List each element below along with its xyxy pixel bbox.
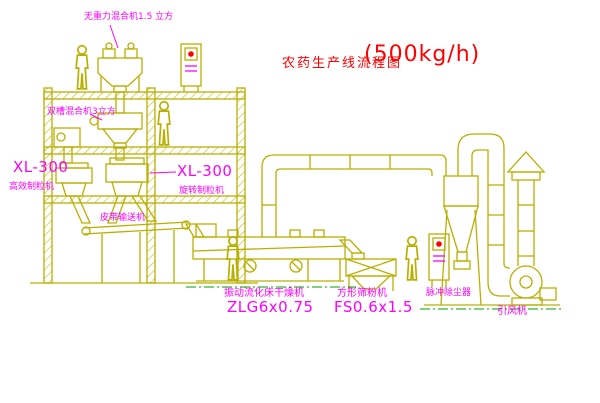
human-figure [405,235,419,281]
building-frame [30,87,258,284]
label-sieve-model: FS0.6x1.5 [334,298,413,316]
label-fan: 引风机 [497,306,527,317]
control-cabinet-top [180,43,202,92]
human-figure [157,100,171,146]
label-sieve-name: 方形筛粉机 [337,288,387,299]
diagram-capacity: (500kg/h) [364,42,481,67]
square-sieve [345,252,397,291]
human-figure [226,235,240,281]
label-gravity-mixer: 无重力混合机1.5 立方 [84,12,174,22]
human-figures [75,44,419,281]
granulator-left [55,162,93,224]
label-double-trough-mixer: 双槽混合机3立方 [47,107,116,117]
exhaust-stack [506,151,546,266]
granulator-center [105,157,158,224]
centerlines [186,286,562,310]
induced-draft-fan [509,265,557,306]
dust-collector-control-cabinet [428,233,450,287]
diagram-title: 农药生产线流程图 [282,56,403,71]
fluid-bed-dryer [192,223,364,282]
exhaust-duct [261,154,447,237]
cyclone-separator [440,175,482,306]
cyclone-outlet-duct [457,133,511,297]
label-dryer-name: 振动流化床干燥机 [224,288,304,299]
belt-conveyor [81,220,206,283]
double-trough-mixer [89,112,143,161]
label-granulator-left-name: 高效制粒机 [9,182,55,192]
label-granulator-left-model: XL-300 [13,158,69,176]
label-leaders [89,24,177,174]
label-belt-conveyor: 皮带输送机 [100,213,146,223]
human-figure [75,44,89,90]
label-granulator-center-model: XL-300 [177,162,233,180]
label-dust-collector: 脉冲除尘器 [426,288,472,298]
gravity-mixer [97,42,143,114]
label-dryer-model: ZLG6x0.75 [227,298,314,316]
label-granulator-center-name: 旋转制粒机 [179,186,225,196]
